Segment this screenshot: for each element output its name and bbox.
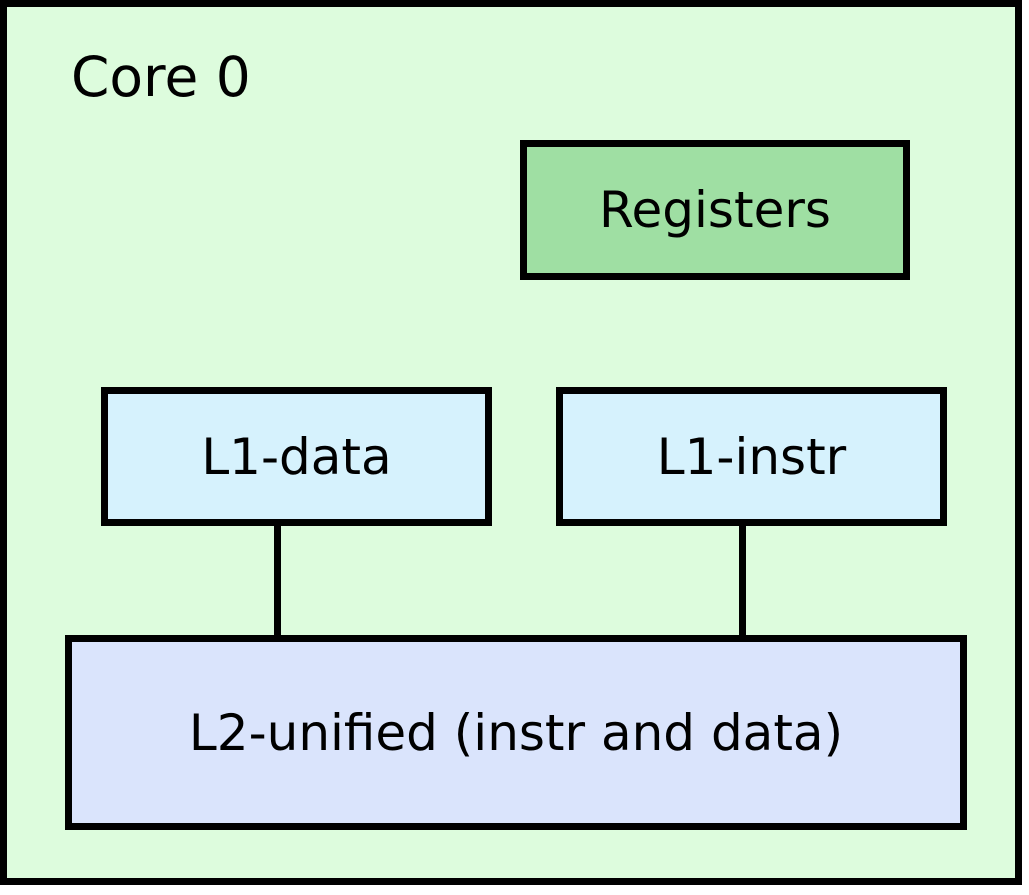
block-registers-label: Registers bbox=[599, 181, 831, 239]
connector-l1-instr-to-l2 bbox=[739, 525, 746, 637]
core-label: Core 0 bbox=[71, 45, 251, 109]
connector-l1-data-to-l2 bbox=[274, 525, 281, 637]
block-registers[interactable]: Registers bbox=[520, 140, 910, 280]
block-l1-instr-label: L1-instr bbox=[656, 427, 847, 486]
block-l2-unified-label: L2-unified (instr and data) bbox=[188, 703, 844, 762]
block-l2-unified[interactable]: L2-unified (instr and data) bbox=[65, 635, 967, 830]
block-l1-data-label: L1-data bbox=[201, 427, 392, 486]
block-l1-instr[interactable]: L1-instr bbox=[556, 387, 947, 526]
block-l1-data[interactable]: L1-data bbox=[101, 387, 492, 526]
